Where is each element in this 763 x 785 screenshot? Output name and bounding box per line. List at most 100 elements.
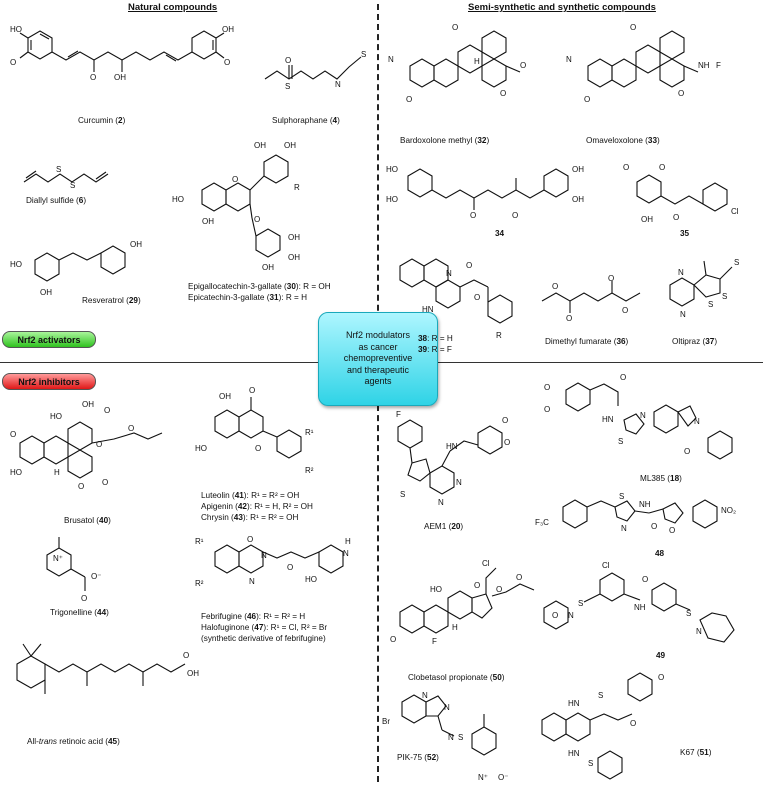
synthetic-compounds-header: Semi-synthetic and synthetic compounds: [468, 2, 656, 13]
atom-label: N: [680, 310, 686, 319]
atom-label: S: [686, 609, 691, 618]
compound-34-label: 34: [495, 229, 505, 238]
atom-label: OH: [130, 240, 142, 249]
atom-label: R¹: [305, 428, 314, 437]
atom-label: O: [642, 575, 648, 584]
pik75-structure-icon: Br N N N S N⁺ O⁻: [382, 691, 508, 782]
brusatol-label: Brusatol (40): [64, 516, 111, 525]
atom-label: N: [640, 411, 646, 420]
atom-label: O: [390, 635, 396, 644]
compound-35-label: 35: [680, 229, 690, 238]
atom-label: F: [396, 410, 401, 419]
k67-structure-icon: HN S O O HN S: [541, 672, 664, 780]
atom-label: HO: [430, 585, 442, 594]
atom-label: O: [496, 585, 502, 594]
trigonelline-structure-icon: N⁺ O O⁻: [46, 537, 101, 603]
atom-label: N: [343, 549, 349, 558]
compound-35-structure-icon: O O OH O Cl: [623, 163, 739, 224]
oltipraz-label: Oltipraz (37): [672, 337, 718, 346]
atom-label: R: [294, 183, 300, 192]
atom-label: O: [502, 416, 508, 425]
atom-label: O: [669, 526, 675, 535]
retinoic-acid-structure-icon: O OH: [16, 643, 199, 694]
atom-label: N: [249, 577, 255, 586]
atom-label: O: [566, 314, 572, 323]
ml385-label: ML385 (18): [640, 474, 682, 483]
pik75-label: PIK-75 (52): [397, 753, 439, 762]
atom-label: HN: [446, 442, 458, 451]
compound-49-structure-icon: Cl S O N NH O S N: [543, 561, 735, 643]
atom-label: O: [224, 58, 230, 67]
atom-label: N⁺: [53, 554, 63, 563]
atom-label: HN: [568, 749, 580, 758]
atom-label: O: [673, 213, 679, 222]
diallyl-sulfide-label: Diallyl sulfide (6): [26, 196, 87, 205]
dimethyl-fumarate-label: Dimethyl fumarate (36): [545, 337, 629, 346]
compound-48-structure-icon: F₃C S N NH O O NO₂: [535, 492, 736, 535]
brusatol-structure-icon: O HO HO OH O O O O O H: [10, 400, 163, 491]
nrf2-modulators-text: Nrf2 modulators as cancer chemopreventiv…: [343, 330, 413, 387]
atom-label: O: [500, 89, 506, 98]
atom-label: N: [261, 551, 267, 560]
atom-label: R¹: [195, 537, 204, 546]
atom-label: O: [520, 61, 526, 70]
atom-label: S: [598, 691, 603, 700]
atom-label: HN: [568, 699, 580, 708]
atom-label: O: [81, 594, 87, 603]
atom-label: O: [474, 293, 480, 302]
atom-label: N: [335, 80, 341, 89]
bardoxolone-label: Bardoxolone methyl (32): [400, 136, 490, 145]
atom-label: H: [452, 623, 458, 632]
atom-label: OH: [187, 669, 199, 678]
atom-label: O: [504, 438, 510, 447]
atom-label: S: [578, 599, 583, 608]
atom-label: OH: [219, 392, 231, 401]
atom-label: O: [623, 163, 629, 172]
trigonelline-label: Trigonelline (44): [50, 608, 109, 617]
atom-label: O: [584, 95, 590, 104]
atom-label: F: [432, 637, 437, 646]
atom-label: O: [684, 447, 690, 456]
atom-label: OH: [262, 263, 274, 272]
compound-38-39-structure-icon: N O HN O R: [399, 258, 513, 340]
atom-label: NH: [634, 603, 646, 612]
atom-label: NH: [698, 61, 710, 70]
nrf2-modulators-box: Nrf2 modulators as cancer chemopreventiv…: [318, 312, 438, 406]
curcumin-structure-icon: HO O O OH OH O: [10, 25, 234, 82]
atom-label: HO: [305, 575, 317, 584]
atom-label: S: [458, 733, 463, 742]
atom-label: O: [104, 406, 110, 415]
halofuginone-label: Halofuginone (47): R¹ = Cl, R² = Br: [201, 623, 328, 632]
compound-38-label: 38: R = H: [418, 334, 453, 343]
luteolin-label: Luteolin (41): R¹ = R² = OH: [201, 491, 300, 500]
diallyl-sulfide-structure-icon: S S: [23, 165, 109, 190]
sulphoraphane-structure-icon: O S N S: [264, 50, 366, 91]
atom-label: O: [254, 215, 260, 224]
atom-label: R²: [195, 579, 204, 588]
atom-label: N: [678, 268, 684, 277]
atom-label: S: [400, 490, 405, 499]
atom-label: HO: [10, 468, 22, 477]
febrifugine-label: Febrifugine (46): R¹ = R² = H: [201, 612, 306, 621]
atom-label: O: [183, 651, 189, 660]
atom-label: HO: [195, 444, 207, 453]
clobetasol-structure-icon: O HO Cl O O O F H: [390, 559, 535, 646]
atom-label: O: [232, 175, 238, 184]
atom-label: NO₂: [721, 506, 736, 515]
atom-label: O: [659, 163, 665, 172]
atom-label: HO: [10, 260, 22, 269]
atom-label: HN: [602, 415, 614, 424]
nrf2-activators-badge: Nrf2 activators: [2, 331, 96, 348]
atom-label: O: [285, 56, 291, 65]
aem1-label: AEM1 (20): [424, 522, 464, 531]
atom-label: S: [285, 82, 290, 91]
atom-label: OH: [254, 141, 266, 150]
atom-label: N: [422, 691, 428, 700]
atom-label: N: [446, 269, 452, 278]
atom-label: N: [694, 417, 700, 426]
atom-label: HO: [10, 25, 22, 34]
atom-label: R: [496, 331, 502, 340]
atom-label: O: [622, 306, 628, 315]
apigenin-label: Apigenin (42): R¹ = H, R² = OH: [201, 502, 313, 511]
atom-label: N: [568, 611, 574, 620]
